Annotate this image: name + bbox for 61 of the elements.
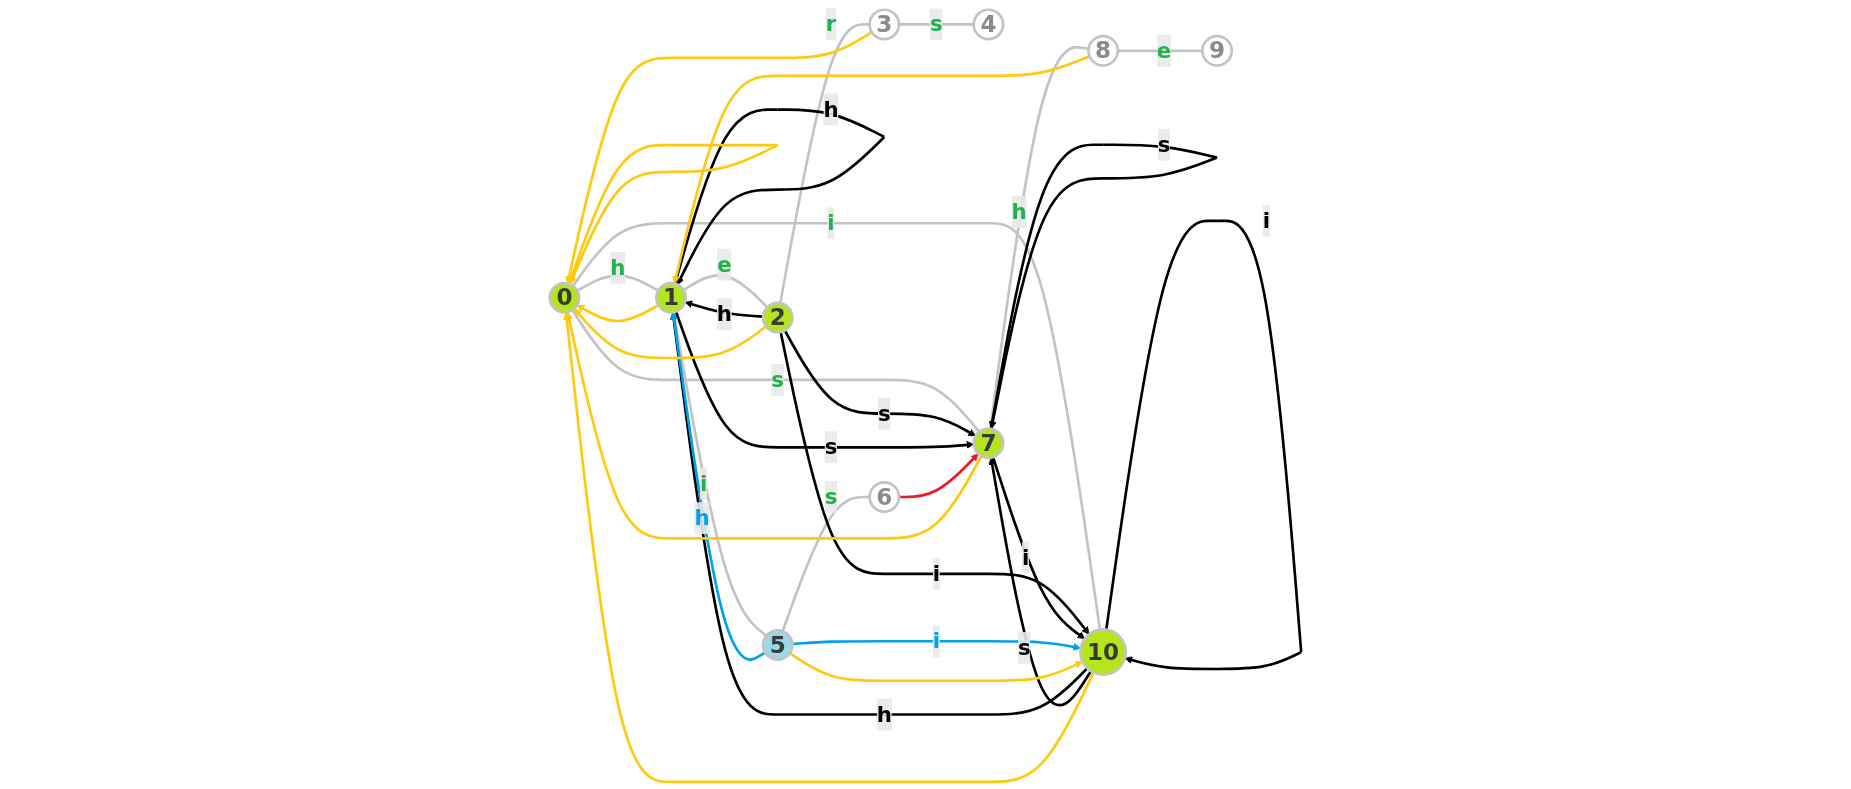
edge-label: h bbox=[1011, 199, 1027, 225]
edge-label: r bbox=[825, 11, 837, 37]
arrow bbox=[783, 329, 977, 437]
edge-label: i bbox=[699, 471, 708, 496]
connector bbox=[576, 274, 659, 292]
connector bbox=[781, 495, 870, 632]
edge-label: s bbox=[1157, 132, 1171, 158]
edge-label: i bbox=[932, 561, 941, 587]
arrow bbox=[779, 331, 1090, 635]
arrow bbox=[991, 456, 1086, 640]
node-circle: 1 bbox=[655, 281, 688, 314]
node-circle: 7 bbox=[972, 427, 1005, 460]
arrow bbox=[562, 312, 1095, 784]
arrow bbox=[792, 639, 1082, 651]
edge-label: s bbox=[824, 484, 838, 510]
arrow bbox=[565, 31, 873, 284]
edge-label: s bbox=[824, 434, 838, 460]
node-circle: 6 bbox=[868, 481, 901, 514]
arrow bbox=[1104, 219, 1303, 671]
edge-label: h bbox=[694, 505, 710, 531]
edge-label: h bbox=[876, 702, 892, 727]
edge-label: s bbox=[1017, 635, 1031, 661]
node-circle: 5 bbox=[761, 629, 794, 662]
arrow bbox=[789, 652, 1083, 683]
edge-label: i bbox=[827, 210, 835, 236]
arrow bbox=[576, 303, 659, 323]
node-circle: 10 bbox=[1079, 628, 1128, 677]
node-circle: 9 bbox=[1201, 34, 1234, 67]
node-circle: 8 bbox=[1087, 34, 1120, 67]
arrow bbox=[573, 308, 767, 360]
arrow bbox=[674, 311, 975, 449]
edge-label: s bbox=[930, 11, 943, 37]
edge-label: e bbox=[717, 252, 732, 277]
node-circle: 4 bbox=[972, 8, 1005, 41]
edge-label: s bbox=[877, 401, 891, 427]
connector bbox=[779, 22, 870, 304]
connector bbox=[571, 221, 1102, 630]
edge-label: i bbox=[1262, 208, 1271, 234]
connector bbox=[989, 46, 1089, 429]
arrow bbox=[669, 312, 1089, 716]
arrow bbox=[988, 143, 1218, 430]
edge-label: h bbox=[610, 255, 626, 281]
arrow bbox=[568, 143, 779, 285]
node-circle: 3 bbox=[868, 8, 901, 41]
connector bbox=[899, 23, 974, 26]
node-circle: 2 bbox=[761, 301, 794, 334]
edge-label: h bbox=[716, 301, 732, 327]
connector bbox=[682, 274, 769, 309]
edge-label: i bbox=[932, 628, 941, 654]
arrow bbox=[565, 311, 983, 540]
edge-label: i bbox=[1021, 545, 1030, 571]
arrow bbox=[672, 55, 1091, 284]
edge-label: e bbox=[1156, 38, 1172, 64]
node-circle: 0 bbox=[548, 281, 581, 314]
edge-label: s bbox=[771, 367, 785, 393]
connector bbox=[1117, 49, 1203, 53]
connector bbox=[571, 309, 981, 433]
edge-label: h bbox=[823, 97, 839, 122]
arrow bbox=[673, 108, 886, 285]
arrow bbox=[899, 453, 979, 499]
arrow bbox=[988, 457, 1092, 707]
